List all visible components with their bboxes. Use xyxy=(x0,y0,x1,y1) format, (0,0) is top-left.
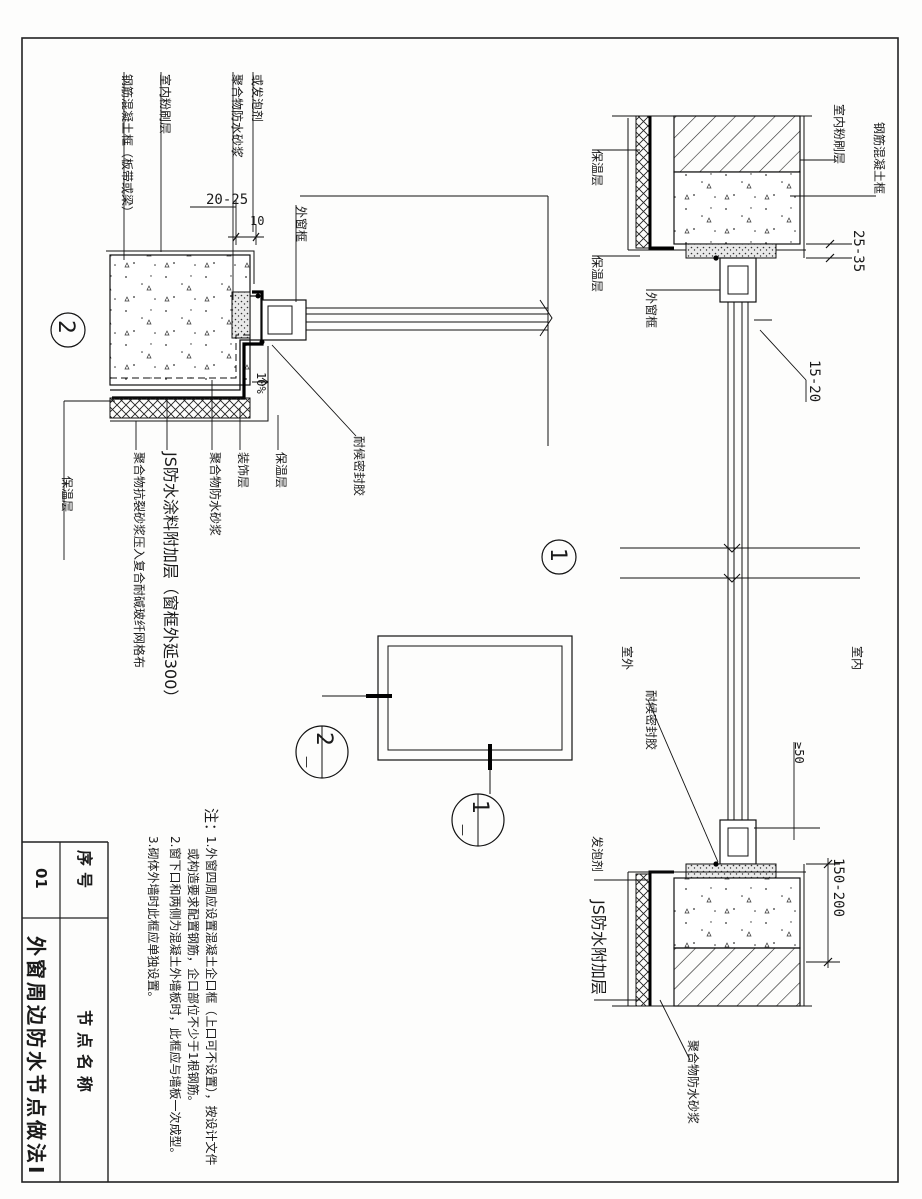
note-1a: 1.外窗四周应设置混凝土企口框（上口可不设置），按设计文件 xyxy=(204,836,218,1166)
interior-plaster xyxy=(106,250,255,284)
label-rc-frame-left: 钢筋混凝土框（板带或梁） xyxy=(120,74,134,219)
marker-1-number: 1 xyxy=(545,548,570,562)
label-polymer-crack: 聚合物抗裂砂浆压入复合耐碱玻纤网格布 xyxy=(132,452,146,669)
title-name-label: 节点名称 xyxy=(75,1010,94,1099)
note-2: 2.窗下口和两侧为混凝土外墙板时，此框应与墙板一次成型。 xyxy=(168,836,182,1160)
dim-10: 10 xyxy=(250,214,265,228)
label-foam-agent-top: 或发泡剂 xyxy=(250,74,264,123)
label-polymer-mortar-bottom: 聚合物防水砂浆 xyxy=(686,1040,700,1125)
label-outdoor: 室外 xyxy=(620,646,634,671)
label-js-coating: JS防水涂料附加层（窗框外延300） xyxy=(161,452,180,706)
note-1b: 或构造要求配置钢筋，企口部位不少于1根钢筋。 xyxy=(186,848,200,1108)
dim-15-20: 15-20 xyxy=(806,360,822,403)
dim-20-25: 20-25 xyxy=(206,192,249,208)
label-indoor: 室内 xyxy=(850,646,864,671)
outer-border xyxy=(21,37,899,1183)
label-outer-window-frame-top: 外窗框 xyxy=(294,206,308,243)
detail-2 xyxy=(50,72,553,560)
window-frame-left xyxy=(261,299,307,341)
detail-marker-1 xyxy=(541,539,577,575)
label-rc-frame-right: 钢筋混凝土框 xyxy=(872,122,886,195)
notes-lead: 注： xyxy=(202,808,220,839)
title-block xyxy=(22,841,109,1182)
title-seq-value: 01 xyxy=(32,868,50,889)
label-polymer-mortar-top: 聚合物防水砂浆 xyxy=(230,74,244,159)
label-interior-plaster-right: 室内粉刷层 xyxy=(832,104,846,165)
label-interior-plaster-left: 室内粉刷层 xyxy=(158,74,172,135)
key-plan xyxy=(295,635,573,847)
key2-bottom: — xyxy=(300,756,314,768)
note-3: 3.砌体外墙时此框应单独设置。 xyxy=(146,836,160,1004)
title-seq-label: 序号 xyxy=(75,850,94,895)
dim-150-200: 150-200 xyxy=(830,858,846,918)
concrete-frame xyxy=(109,254,251,386)
title-name-value: 外窗周边防水节点做法Ⅰ xyxy=(24,936,48,1177)
label-js-additional: JS防水附加层 xyxy=(589,900,608,995)
mortar-wedge xyxy=(231,291,251,339)
label-outer-window-frame-right: 外窗框 xyxy=(644,292,658,329)
dim-25-35: 25-35 xyxy=(850,230,866,273)
label-foam-agent-right: 发泡剂 xyxy=(590,836,604,873)
label-insulation-right-a: 保温层 xyxy=(590,150,604,187)
wall-hatch-top xyxy=(673,115,801,173)
dim-ge50: ≥50 xyxy=(792,742,806,764)
concrete-bottom xyxy=(673,877,801,949)
label-finish-layer: 装饰层 xyxy=(236,452,250,489)
label-polymer-waterproof: 聚合物防水砂浆 xyxy=(208,452,222,537)
key2-top: 2 xyxy=(311,732,336,746)
window-frame-top xyxy=(719,257,757,303)
label-weather-sealant-left: 耐候密封胶 xyxy=(352,436,366,497)
key1-bottom: — xyxy=(456,824,470,836)
label-insulation-right-b: 保温层 xyxy=(590,256,604,293)
marker-2-number: 2 xyxy=(53,320,78,334)
detail-marker-2 xyxy=(50,312,86,348)
label-insulation-left-a: 保温层 xyxy=(60,476,74,513)
concrete-top xyxy=(673,171,801,245)
label-insulation-left-b: 保温层 xyxy=(274,452,288,489)
label-weather-sealant-right: 耐候密封胶 xyxy=(644,690,658,751)
wall-hatch-bottom xyxy=(673,947,801,1007)
window-frame-bottom xyxy=(719,819,757,865)
detail-1 xyxy=(541,115,876,1061)
dim-slope: 10% xyxy=(254,372,268,394)
insulation-left xyxy=(109,397,251,419)
key1-top: 1 xyxy=(467,800,492,814)
